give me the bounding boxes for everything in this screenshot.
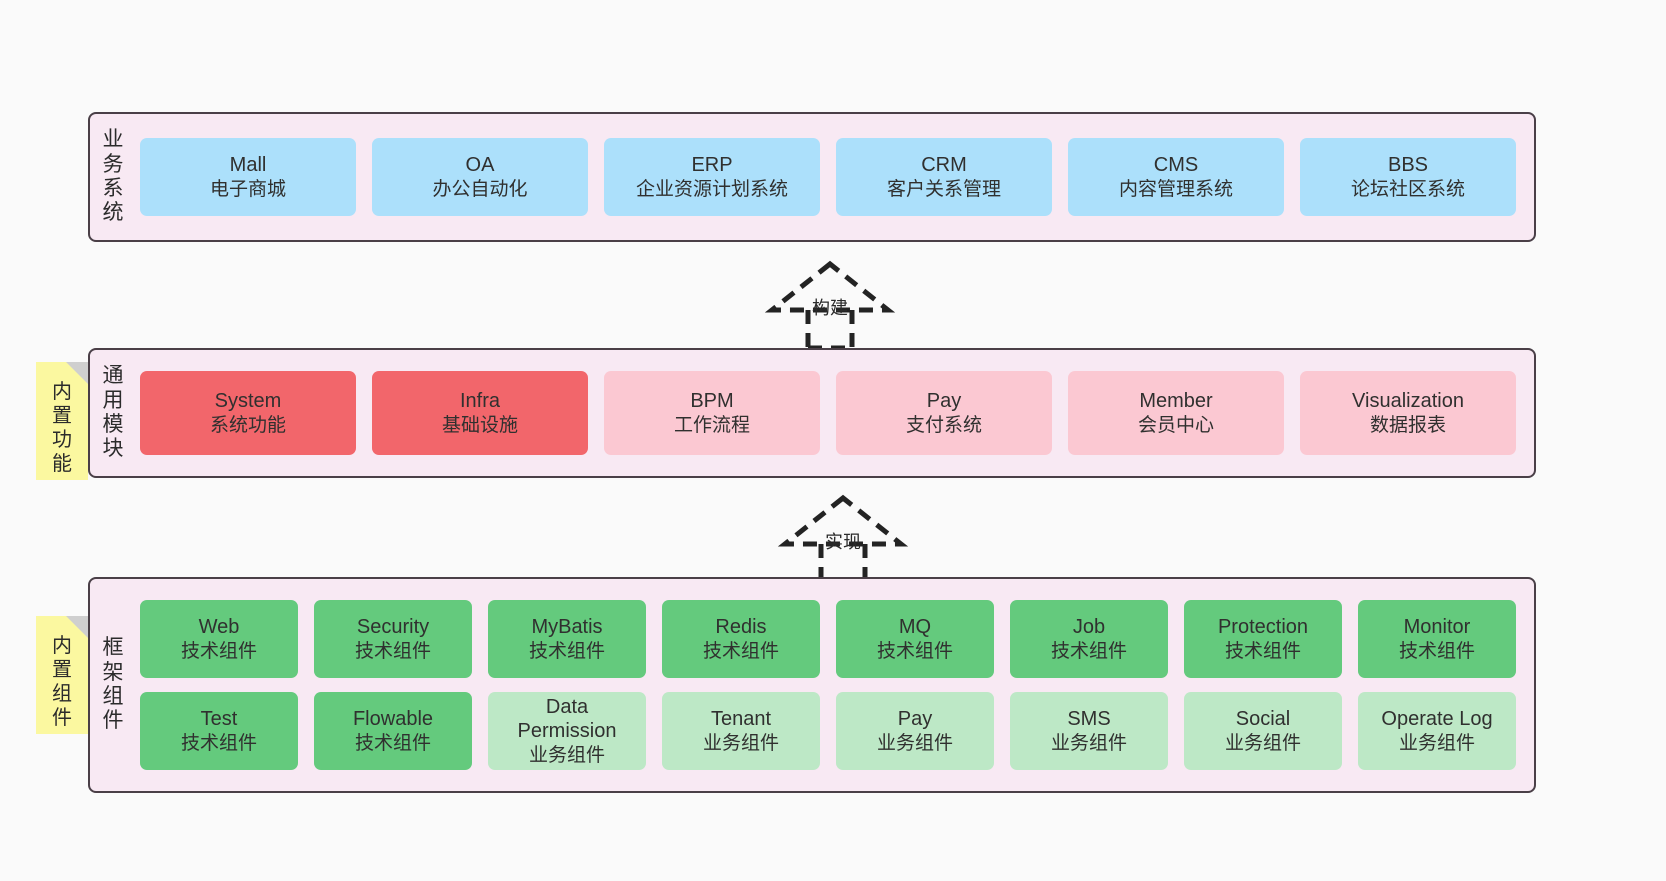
framework-box-job[interactable]: Job 技术组件: [1010, 600, 1168, 678]
framework-box-social[interactable]: Social 业务组件: [1184, 692, 1342, 770]
business-box-mall[interactable]: Mall 电子商城: [140, 138, 356, 216]
module-box-bpm[interactable]: BPM 工作流程: [604, 371, 820, 455]
framework-box-tenant[interactable]: Tenant 业务组件: [662, 692, 820, 770]
connector-implement: 实现: [768, 492, 918, 585]
framework-box-mybatis[interactable]: MyBatis 技术组件: [488, 600, 646, 678]
module-box-infra[interactable]: Infra 基础设施: [372, 371, 588, 455]
connector-build: 构建: [755, 258, 905, 351]
business-box-oa[interactable]: OA 办公自动化: [372, 138, 588, 216]
framework-box-operate-log[interactable]: Operate Log 业务组件: [1358, 692, 1516, 770]
module-box-system[interactable]: System 系统功能: [140, 371, 356, 455]
framework-box-protection[interactable]: Protection 技术组件: [1184, 600, 1342, 678]
framework-box-flowable[interactable]: Flowable 技术组件: [314, 692, 472, 770]
framework-box-data-permission[interactable]: Data Permission 业务组件: [488, 692, 646, 770]
framework-tech-row: Web 技术组件 Security 技术组件 MyBatis 技术组件 Redi…: [140, 600, 1516, 678]
framework-box-monitor[interactable]: Monitor 技术组件: [1358, 600, 1516, 678]
business-box-bbs[interactable]: BBS 论坛社区系统: [1300, 138, 1516, 216]
framework-box-mq[interactable]: MQ 技术组件: [836, 600, 994, 678]
layer-modules-title: 通 用 模 块: [102, 364, 124, 461]
framework-box-redis[interactable]: Redis 技术组件: [662, 600, 820, 678]
note-fold-corner-icon: [66, 362, 88, 384]
layer-business-system: 业 务 系 统 Mall 电子商城 OA 办公自动化 ERP 企业资源计划系统: [88, 112, 1536, 242]
layer-business-title: 业 务 系 统: [102, 128, 124, 225]
layer-common-modules: 通 用 模 块 System 系统功能 Infra 基础设施 BPM 工作流程: [88, 348, 1536, 478]
module-box-visualization[interactable]: Visualization 数据报表: [1300, 371, 1516, 455]
business-box-erp[interactable]: ERP 企业资源计划系统: [604, 138, 820, 216]
layer-modules-body: System 系统功能 Infra 基础设施 BPM 工作流程 Pay 支付系统…: [136, 350, 1534, 476]
note-fold-corner-icon: [66, 616, 88, 638]
layer-framework-title: 框 架 组 件: [102, 636, 124, 733]
layer-framework-body: Web 技术组件 Security 技术组件 MyBatis 技术组件 Redi…: [136, 579, 1534, 791]
module-box-row: System 系统功能 Infra 基础设施 BPM 工作流程 Pay 支付系统…: [140, 371, 1516, 455]
framework-box-web[interactable]: Web 技术组件: [140, 600, 298, 678]
framework-business-row: Test 技术组件 Flowable 技术组件 Data Permission …: [140, 692, 1516, 770]
framework-box-security[interactable]: Security 技术组件: [314, 600, 472, 678]
business-box-crm[interactable]: CRM 客户关系管理: [836, 138, 1052, 216]
business-box-cms[interactable]: CMS 内容管理系统: [1068, 138, 1284, 216]
layer-framework-components: 框 架 组 件 Web 技术组件 Security 技术组件 MyBatis 技…: [88, 577, 1536, 793]
note-builtin-components: 内 置 组 件: [36, 616, 88, 734]
connector-build-label: 构建: [812, 298, 848, 318]
framework-box-sms[interactable]: SMS 业务组件: [1010, 692, 1168, 770]
connector-implement-label: 实现: [825, 532, 861, 552]
framework-box-test[interactable]: Test 技术组件: [140, 692, 298, 770]
module-box-pay[interactable]: Pay 支付系统: [836, 371, 1052, 455]
business-box-row: Mall 电子商城 OA 办公自动化 ERP 企业资源计划系统 CRM 客户关系…: [140, 138, 1516, 216]
framework-box-pay[interactable]: Pay 业务组件: [836, 692, 994, 770]
note-builtin-functions: 内 置 功 能: [36, 362, 88, 480]
layer-business-body: Mall 电子商城 OA 办公自动化 ERP 企业资源计划系统 CRM 客户关系…: [136, 114, 1534, 240]
module-box-member[interactable]: Member 会员中心: [1068, 371, 1284, 455]
